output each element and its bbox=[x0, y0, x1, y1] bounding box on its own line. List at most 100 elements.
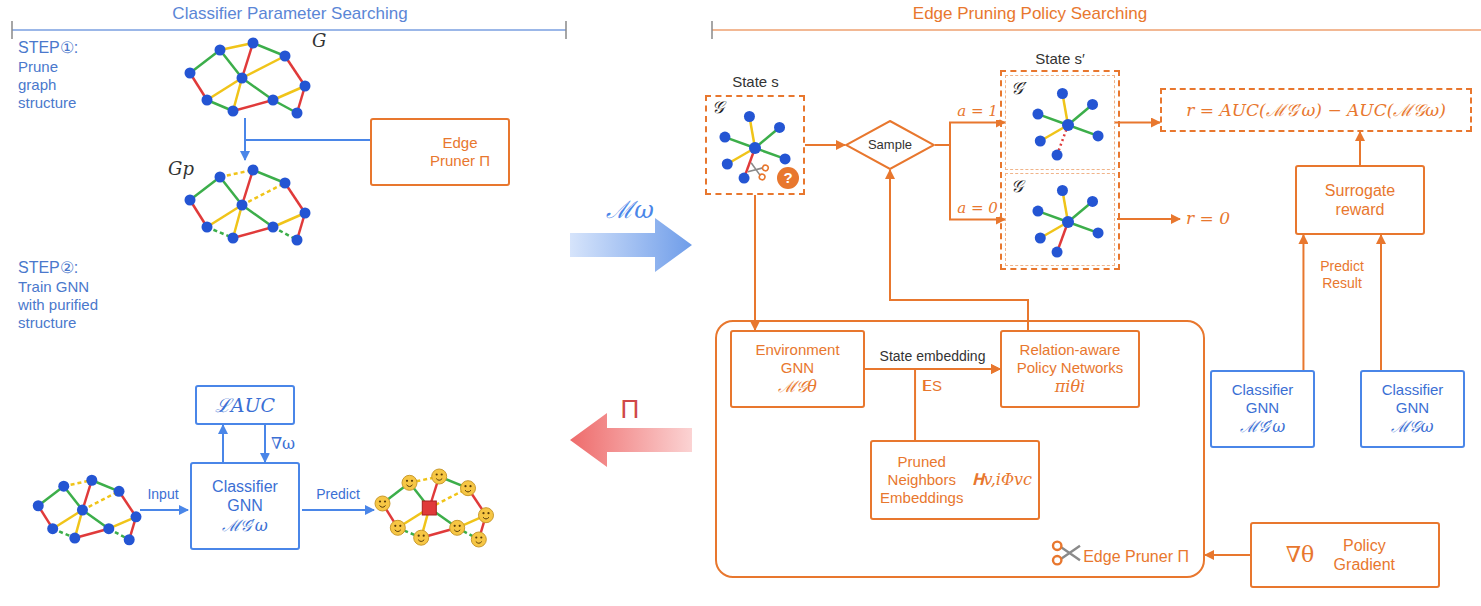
annotation-label: Predict Result bbox=[1311, 258, 1373, 292]
node-text: 𝒢′ bbox=[1011, 78, 1027, 98]
flow-arrow bbox=[1380, 235, 1382, 370]
graph-illustrations bbox=[33, 38, 1104, 565]
graph-node bbox=[185, 195, 196, 206]
graph-figure bbox=[375, 469, 494, 547]
annotation-label: Prune graph structure bbox=[18, 58, 100, 112]
flow-arrow bbox=[805, 144, 845, 146]
classifier-box: Classifier GNNℳ𝒢′ω bbox=[190, 462, 300, 550]
graph-panel: 𝒢 bbox=[1005, 173, 1115, 266]
graph-node bbox=[131, 511, 142, 522]
annotation-label: Gp bbox=[168, 158, 194, 180]
graph-node bbox=[228, 106, 239, 117]
node-text: Classifier GNN bbox=[1368, 381, 1457, 417]
graph-node bbox=[215, 172, 226, 183]
classifier-box: Classifier GNNℳ𝒢ω bbox=[1360, 370, 1465, 448]
rule-line bbox=[12, 29, 566, 31]
node-text: Relation-aware Policy Networks bbox=[1008, 341, 1132, 377]
benign-node bbox=[450, 520, 465, 535]
benign-node bbox=[479, 508, 494, 523]
graph-node bbox=[237, 200, 248, 211]
graph-figure bbox=[185, 38, 311, 119]
star-graph bbox=[1032, 88, 1103, 161]
annotation-label: STEP②: bbox=[18, 258, 78, 277]
state-box: State s𝒢? bbox=[705, 95, 805, 195]
annotation-label: Predict bbox=[316, 486, 360, 503]
process-box: Surrogate reward bbox=[1295, 165, 1425, 235]
flow-arrow bbox=[1359, 132, 1361, 165]
node-text: State s′ bbox=[1035, 50, 1085, 68]
graph-node bbox=[33, 500, 44, 511]
pruner-wire bbox=[245, 139, 370, 141]
benign-node bbox=[471, 532, 486, 547]
graph-edge bbox=[82, 491, 119, 510]
graph-edge bbox=[242, 56, 285, 78]
flow-arrow bbox=[570, 218, 692, 272]
graph-node bbox=[280, 51, 291, 62]
graph-edge bbox=[233, 227, 273, 238]
graph-edge bbox=[190, 50, 220, 73]
state-box: r = AUC(ℳ𝒢′ω) − AUC(ℳ𝒢ω) bbox=[1160, 88, 1472, 132]
reward-arrow bbox=[1117, 218, 1180, 220]
graph-node bbox=[202, 222, 213, 233]
edge-label: a = 0 bbox=[955, 199, 1000, 217]
node-text: Classifier GNN bbox=[1218, 381, 1307, 417]
flow-arrow bbox=[222, 425, 224, 462]
predict-arrow bbox=[302, 509, 374, 511]
graph-node bbox=[300, 208, 311, 219]
rule-line bbox=[712, 29, 1481, 31]
node-text: 𝒢 bbox=[1011, 176, 1023, 196]
section-title: Edge Pruning Policy Searching bbox=[913, 4, 1147, 24]
flow-arrow bbox=[754, 195, 756, 330]
node-subtext: 𝐇v,iΦvc bbox=[972, 470, 1032, 489]
process-box: Pruned Neighbors Embeddings𝐇v,iΦvc bbox=[870, 440, 1040, 520]
edge-label: ∇ω bbox=[269, 434, 297, 453]
graph-node bbox=[202, 95, 213, 106]
classifier-box: Classifier GNNℳ𝒢′ω bbox=[1210, 370, 1315, 448]
process-box: Relation-aware Policy Networksπiθi bbox=[1000, 330, 1140, 408]
node-subtext: ℳ𝒢θ bbox=[778, 377, 817, 396]
node-text: Sample bbox=[868, 137, 912, 153]
node-subtext: ℳ𝒢′ω bbox=[1240, 417, 1286, 436]
graph-node bbox=[237, 73, 248, 84]
graph-node bbox=[58, 481, 69, 492]
node-text: State s bbox=[732, 73, 779, 91]
flow-arrow bbox=[1302, 235, 1304, 370]
node-subtext: ℳ𝒢ω bbox=[1391, 417, 1433, 436]
graph-node bbox=[292, 235, 303, 246]
graph-node bbox=[248, 165, 259, 176]
rule-tick bbox=[565, 21, 567, 39]
node-text: Edge Pruner Π bbox=[428, 134, 492, 170]
graph-node bbox=[69, 533, 80, 544]
star-graph bbox=[1032, 185, 1103, 258]
flow-arrow bbox=[935, 123, 1005, 146]
graph-node bbox=[103, 523, 114, 534]
node-subtext: ℳ𝒢′ω bbox=[222, 516, 268, 535]
benign-node bbox=[402, 475, 417, 490]
annotation-label: r = 0 bbox=[1186, 208, 1230, 228]
flow-arrow bbox=[1205, 554, 1250, 556]
edge-label: a = 1 bbox=[955, 102, 1000, 120]
node-subtext: πiθi bbox=[1055, 377, 1085, 396]
node-text: r = AUC(ℳ𝒢′ω) − AUC(ℳ𝒢ω) bbox=[1186, 100, 1446, 120]
graph-node bbox=[292, 108, 303, 119]
node-text: Surrogate reward bbox=[1303, 181, 1417, 219]
graph-node bbox=[185, 68, 196, 79]
node-subtext: ? bbox=[777, 167, 799, 189]
section-rule bbox=[12, 21, 1481, 39]
graph-node bbox=[77, 505, 88, 516]
process-box: Environment GNNℳ𝒢θ bbox=[730, 330, 865, 408]
graph-node bbox=[114, 486, 125, 497]
graph-edge bbox=[190, 177, 220, 200]
benign-node bbox=[414, 530, 429, 545]
edge-label: State embedding bbox=[878, 348, 988, 365]
graph-edge bbox=[242, 205, 273, 227]
graph-node bbox=[215, 45, 226, 56]
graph-node bbox=[47, 523, 58, 534]
benign-node bbox=[432, 469, 447, 484]
fraud-node bbox=[422, 501, 436, 515]
graph-node bbox=[124, 534, 135, 545]
flow-arrow bbox=[935, 145, 1005, 220]
process-box: Edge Pruner Π bbox=[370, 118, 510, 186]
graph-panel: 𝒢′ bbox=[1005, 75, 1115, 170]
